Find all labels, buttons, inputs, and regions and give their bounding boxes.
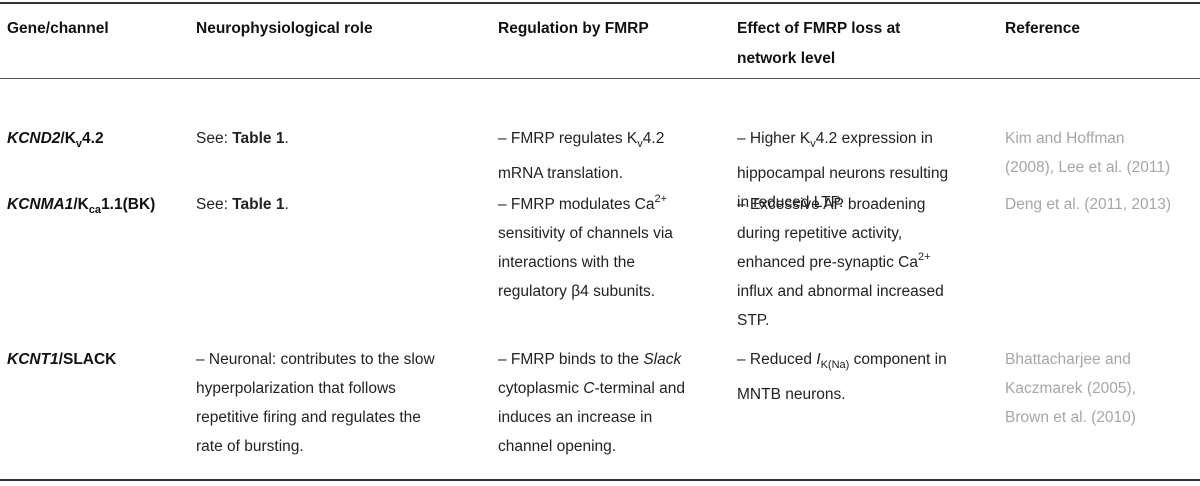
gene-rest: /SLACK <box>58 351 117 368</box>
table-row-kcnd2-effect: – Higher Kv4.2 expression in hippocampal… <box>737 124 992 217</box>
table-header-rule <box>0 78 1200 79</box>
gene-italic: KCNT1 <box>7 351 59 368</box>
reference-line[interactable]: (2008), Lee et al. (2011) <box>1005 159 1171 176</box>
effect-line: enhanced pre-synaptic Ca2+ <box>737 248 992 277</box>
header-effect-line1: Effect of FMRP loss at <box>737 20 901 37</box>
table-row-kcnma1-effect: – Excessive AP broadening during repetit… <box>737 190 992 335</box>
role-prefix: See: <box>196 196 233 213</box>
role-line: rate of bursting. <box>196 438 304 455</box>
header-regulation-by-fmrp: Regulation by FMRP <box>498 20 649 37</box>
effect-line: MNTB neurons. <box>737 386 846 403</box>
table-row-kcnt1-effect: – Reduced IK(Na) component in MNTB neuro… <box>737 345 992 409</box>
table-row-kcnd2-gene: KCND2/Kv4.2 <box>7 124 182 159</box>
reg-superscript: 2+ <box>654 193 668 205</box>
table-top-rule <box>0 2 1200 4</box>
reference-line[interactable]: Kaczmarek (2005), <box>1005 380 1136 397</box>
reg-text: -terminal and <box>594 380 685 397</box>
role-suffix: . <box>284 196 289 213</box>
table-row-kcnma1-role: See: Table 1. <box>196 190 481 219</box>
role-prefix: See: <box>196 130 233 147</box>
reg-text: – FMRP binds to the <box>498 351 644 368</box>
effect-superscript: 2+ <box>917 251 931 263</box>
role-line: hyperpolarization that follows <box>196 380 396 397</box>
header-reference: Reference <box>1005 20 1080 37</box>
effect-text: – Higher K <box>737 130 811 147</box>
effect-text: 4.2 expression in <box>815 130 933 147</box>
effect-line: hippocampal neurons resulting <box>737 165 949 182</box>
effect-subscript: K(Na) <box>820 359 850 371</box>
gene-tail: 1.1(BK) <box>101 196 156 213</box>
table-row-kcnma1-reference[interactable]: Deng et al. (2011, 2013) <box>1005 190 1195 219</box>
table-row-kcnma1-regulation: – FMRP modulates Ca2+ sensitivity of cha… <box>498 190 718 306</box>
effect-line: – Higher Kv4.2 expression in <box>737 124 992 159</box>
role-table-link[interactable]: Table 1 <box>232 130 285 147</box>
reference-line[interactable]: Bhattacharjee and <box>1005 351 1131 368</box>
reg-line: channel opening. <box>498 438 617 455</box>
table-row-kcnt1-regulation: – FMRP binds to the Slack cytoplasmic C-… <box>498 345 718 461</box>
effect-text: enhanced pre-synaptic Ca <box>737 254 918 271</box>
role-table-link[interactable]: Table 1 <box>232 196 285 213</box>
table-bottom-rule <box>0 479 1200 481</box>
reg-line: induces an increase in <box>498 409 653 426</box>
reg-subscript: v <box>637 138 643 150</box>
effect-line: – Excessive AP broadening <box>737 196 926 213</box>
effect-line: STP. <box>737 312 770 329</box>
table-row-kcnt1-reference[interactable]: Bhattacharjee and Kaczmarek (2005), Brow… <box>1005 345 1195 432</box>
effect-line: in reduced LTP. <box>737 194 844 211</box>
reg-text: cytoplasmic <box>498 380 584 397</box>
gene-italic: KCNMA1 <box>7 196 74 213</box>
effect-line: – Reduced IK(Na) component in <box>737 345 992 380</box>
reg-text: 4.2 <box>642 130 665 147</box>
table-row-kcnma1-gene: KCNMA1/Kca1.1(BK) <box>7 190 182 225</box>
gene-italic: KCND2 <box>7 130 61 147</box>
header-effect-of-fmrp-loss: Effect of FMRP loss at network level <box>737 14 992 74</box>
reference-line[interactable]: Kim and Hoffman <box>1005 130 1125 147</box>
role-suffix: . <box>284 130 289 147</box>
effect-italic: I <box>816 351 821 368</box>
header-gene-channel: Gene/channel <box>7 20 109 37</box>
gene-subscript: ca <box>88 204 102 216</box>
role-line: repetitive firing and regulates the <box>196 409 421 426</box>
gene-rest: /K <box>60 130 76 147</box>
reg-line: mRNA translation. <box>498 165 623 182</box>
header-neurophysiological-role: Neurophysiological role <box>196 20 373 37</box>
effect-line: during repetitive activity, <box>737 225 903 242</box>
reg-text: – FMRP modulates Ca <box>498 196 655 213</box>
reg-italic: C <box>583 380 595 397</box>
reg-line: – FMRP binds to the Slack <box>498 345 718 374</box>
reference-line[interactable]: Deng et al. (2011, 2013) <box>1005 196 1172 213</box>
gene-subscript: v <box>75 138 83 150</box>
reg-line: – FMRP regulates Kv4.2 <box>498 124 718 159</box>
role-line: – Neuronal: contributes to the slow <box>196 351 435 368</box>
effect-text: component in <box>849 351 947 368</box>
effect-text: – Reduced <box>737 351 817 368</box>
gene-rest: /K <box>73 196 89 213</box>
reference-line[interactable]: Brown et al. (2010) <box>1005 409 1136 426</box>
reg-text: – FMRP regulates K <box>498 130 638 147</box>
reg-line: regulatory β4 subunits. <box>498 283 656 300</box>
effect-line: influx and abnormal increased <box>737 283 944 300</box>
reg-line: cytoplasmic C-terminal and <box>498 374 718 403</box>
table-row-kcnd2-reference[interactable]: Kim and Hoffman (2008), Lee et al. (2011… <box>1005 124 1195 182</box>
table-row-kcnd2-regulation: – FMRP regulates Kv4.2 mRNA translation. <box>498 124 718 188</box>
reg-line: sensitivity of channels via <box>498 225 673 242</box>
gene-tail: 4.2 <box>82 130 104 147</box>
effect-subscript: v <box>810 138 816 150</box>
header-effect-line2: network level <box>737 50 836 67</box>
reg-line: – FMRP modulates Ca2+ <box>498 190 718 219</box>
table-row-kcnd2-role: See: Table 1. <box>196 124 481 153</box>
table-row-kcnt1-role: – Neuronal: contributes to the slow hype… <box>196 345 481 461</box>
table-row-kcnt1-gene: KCNT1/SLACK <box>7 345 182 374</box>
reg-line: interactions with the <box>498 254 635 271</box>
reg-italic: Slack <box>643 351 682 368</box>
